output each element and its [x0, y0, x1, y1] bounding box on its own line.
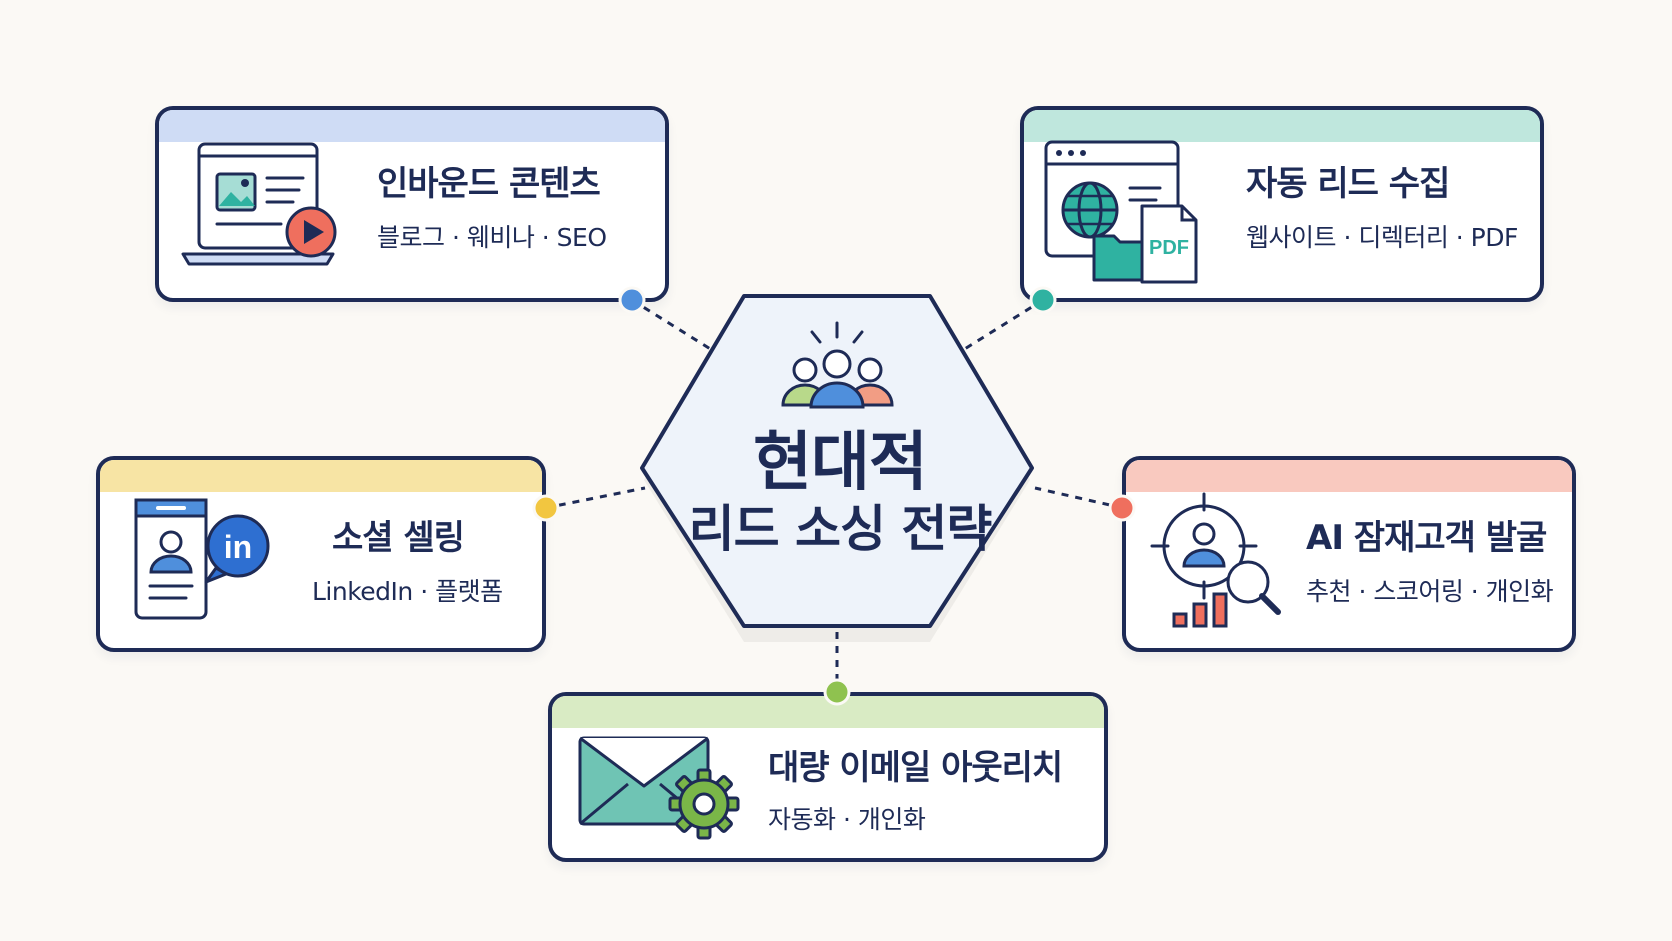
dot-ai — [1108, 494, 1136, 522]
dot-social — [532, 494, 560, 522]
connector-ai — [1034, 486, 1124, 510]
dot-auto — [1029, 286, 1057, 314]
card-title: 대량 이메일 아웃리치 — [768, 748, 1063, 788]
card-subtitle: 추천 · 스코어링 · 개인화 — [1306, 577, 1554, 606]
connector-social — [544, 486, 646, 510]
dot-inbound — [618, 286, 646, 314]
card-title: 인바운드 콘텐츠 — [377, 164, 601, 204]
card-title: AI 잠재고객 발굴 — [1306, 518, 1547, 558]
card-ai-prospecting: AI 잠재고객 발굴 추천 · 스코어링 · 개인화 — [1122, 456, 1576, 652]
card-subtitle: 웹사이트 · 디렉터리 · PDF — [1246, 223, 1518, 252]
pdf-label: PDF — [1149, 237, 1189, 259]
hub-title-line1: 현대적 — [753, 426, 928, 500]
card-subtitle: LinkedIn · 플랫폼 — [312, 577, 503, 606]
dot-email — [823, 678, 851, 706]
profile-linkedin-icon: in — [134, 498, 270, 620]
card-social-selling: in 소셜 셀링 LinkedIn · 플랫폼 — [96, 456, 546, 652]
linkedin-label: in — [224, 529, 252, 565]
envelope-gear-icon — [578, 736, 740, 840]
browser-globe-pdf-icon: PDF — [1044, 140, 1198, 284]
card-title: 소셜 셀링 — [332, 518, 465, 558]
hub-shape — [640, 294, 1034, 628]
card-subtitle: 자동화 · 개인화 — [768, 805, 926, 834]
people-icon — [781, 321, 894, 409]
card-subtitle: 블로그 · 웨비나 · SEO — [377, 223, 607, 252]
connector-inbound — [631, 298, 713, 352]
card-inbound-content: 인바운드 콘텐츠 블로그 · 웨비나 · SEO — [155, 106, 669, 302]
card-auto-lead: PDF 자동 리드 수집 웹사이트 · 디렉터리 · PDF — [1020, 106, 1544, 302]
connector-auto — [962, 298, 1044, 352]
target-search-icon — [1150, 492, 1281, 628]
card-title: 자동 리드 수집 — [1246, 164, 1450, 204]
webpage-video-icon — [181, 142, 337, 266]
hub-title-line2: 리드 소싱 전략 — [688, 500, 993, 558]
